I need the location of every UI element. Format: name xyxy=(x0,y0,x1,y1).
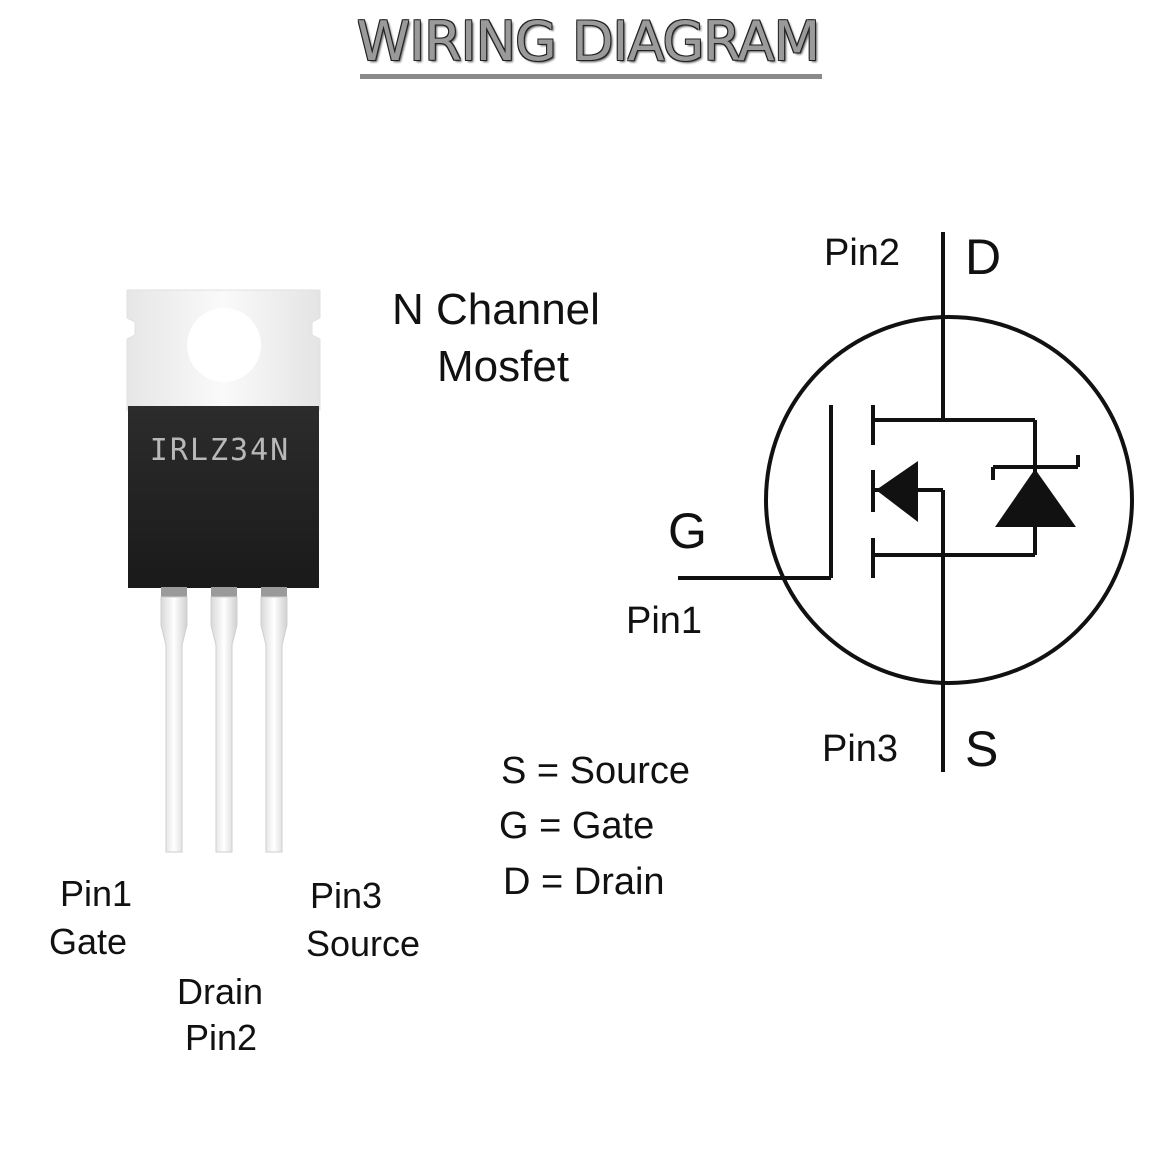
leg-2 xyxy=(210,596,238,853)
gate-pin-label: Pin1 xyxy=(626,600,703,642)
mosfet-type-line2: Mosfet xyxy=(437,342,570,391)
symbol-circle xyxy=(764,315,1134,685)
leg-1 xyxy=(160,596,188,853)
body-diode xyxy=(995,469,1076,527)
leg-shoulder-1 xyxy=(161,587,187,599)
channel-arrow xyxy=(876,461,918,522)
mounting-hole xyxy=(187,308,261,382)
page-title: WIRING DIAGRAM xyxy=(356,10,820,73)
source-pin-label: Pin3 xyxy=(822,728,899,770)
leg-3 xyxy=(260,596,288,853)
source-letter: S xyxy=(965,721,999,777)
pin2-number: Pin2 xyxy=(185,1017,258,1058)
package-body xyxy=(128,406,319,588)
part-marking: IRLZ34N xyxy=(150,433,290,468)
legend-gate: G = Gate xyxy=(499,805,655,847)
title-underline xyxy=(360,74,822,79)
pin2-name: Drain xyxy=(177,971,264,1012)
leg-shoulder-3 xyxy=(261,587,287,599)
legend-drain: D = Drain xyxy=(503,861,665,903)
pin1-name: Gate xyxy=(49,921,128,962)
drain-pin-label: Pin2 xyxy=(824,232,901,274)
legend-source: S = Source xyxy=(501,750,691,792)
pin1-number: Pin1 xyxy=(60,873,133,914)
pin3-number: Pin3 xyxy=(310,875,383,916)
gate-letter: G xyxy=(668,503,707,559)
mosfet-type-line1: N Channel xyxy=(392,285,600,334)
leg-shoulder-2 xyxy=(211,587,237,599)
pin3-name: Source xyxy=(306,923,421,964)
drain-letter: D xyxy=(965,229,1002,285)
